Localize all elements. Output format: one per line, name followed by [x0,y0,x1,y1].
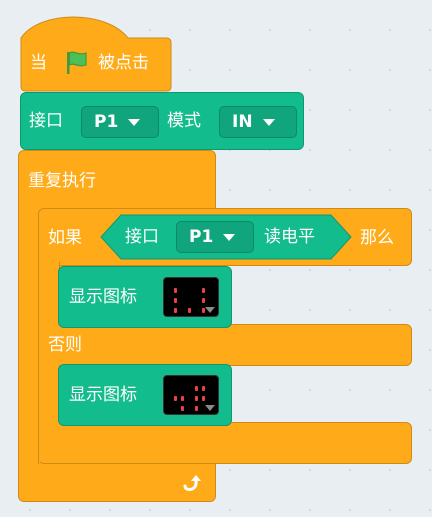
hat-prefix-text: 当 [30,53,47,73]
forever-label: 重复执行 [28,171,96,191]
mode-dropdown[interactable]: IN [219,106,297,138]
if-else-arm-fill [39,262,59,462]
pin-dropdown[interactable]: P1 [81,106,159,138]
led-dot [202,288,205,293]
repeat-arrow-icon [183,475,201,491]
led-matrix-picker-1[interactable] [163,277,219,317]
hat-block-shape [20,16,172,92]
if-label: 如果 [48,228,82,248]
led-dot [202,396,205,401]
led-matrix-picker-2[interactable] [163,375,219,415]
chevron-down-icon [128,118,141,126]
condition-label-read: 读电平 [264,227,315,247]
pin-dropdown-value: P1 [94,112,119,132]
else-label: 否则 [48,335,82,355]
led-dot [202,308,205,313]
if-else-middle-bar [38,324,412,366]
hat-suffix-text: 被点击 [98,53,149,73]
show-icon-block-2[interactable]: 显示图标 [58,364,232,426]
show-icon-label-2: 显示图标 [69,385,137,405]
condition-label-pin: 接口 [125,227,159,247]
led-dot [174,396,177,401]
led-dot [174,298,177,303]
chevron-down-icon [223,233,236,241]
pin-mode-label-mode: 模式 [167,111,201,131]
led-dot [181,396,184,401]
mode-dropdown-value: IN [232,112,253,132]
when-flag-clicked-block[interactable]: 当 被点击 [20,16,172,92]
led-dot [195,406,198,411]
green-flag-icon[interactable] [64,50,90,76]
led-dot [174,288,177,293]
then-label: 那么 [360,228,394,248]
show-icon-label-1: 显示图标 [69,287,137,307]
led-dot [202,298,205,303]
chevron-down-icon [262,118,275,126]
set-pin-mode-block[interactable]: 接口 P1 模式 IN [20,92,304,150]
show-icon-block-1[interactable]: 显示图标 [58,266,232,328]
led-dot [174,308,177,313]
led-dot [195,386,198,391]
led-dot [181,406,184,411]
condition-pin-value: P1 [189,227,214,247]
read-pin-level-condition[interactable]: 接口 P1 读电平 [100,214,352,260]
chevron-down-icon [205,405,215,411]
pin-mode-label-pin: 接口 [29,111,63,131]
if-else-bottom-bar [38,422,412,464]
chevron-down-icon [205,307,215,313]
led-dot [188,308,191,313]
condition-pin-dropdown[interactable]: P1 [176,221,254,253]
led-dot [202,386,205,391]
led-dot [195,396,198,401]
